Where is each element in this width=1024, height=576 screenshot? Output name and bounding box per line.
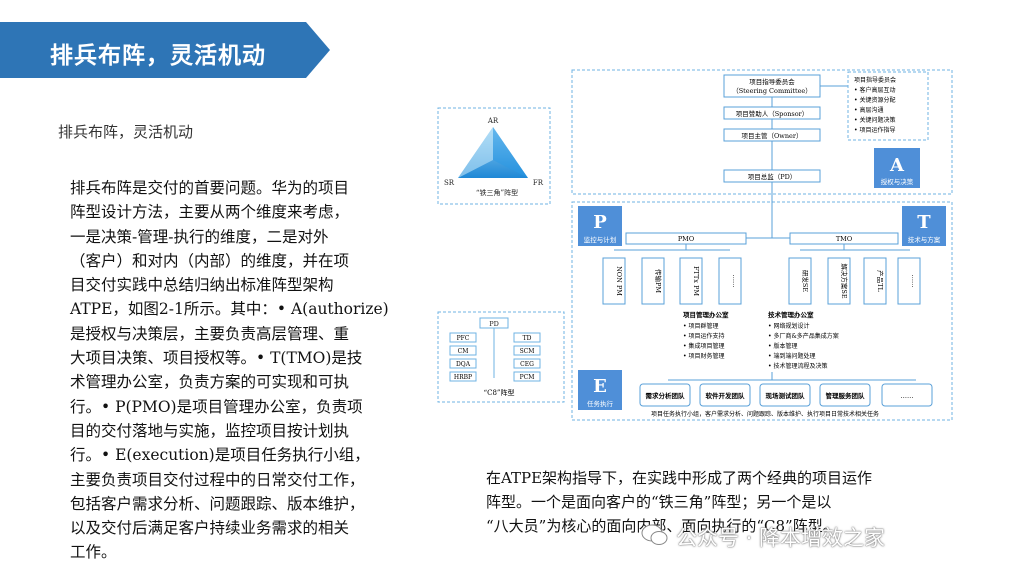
c8-top: PD bbox=[489, 320, 499, 328]
steering-committee: 项目指导委员会 bbox=[749, 77, 795, 86]
body-line: 以及交付后满足客户持续业务需求的相关 bbox=[70, 519, 350, 538]
c8-role: SCM bbox=[520, 348, 535, 355]
body-line: 目的交付落地与实施，监控项目按计划执 bbox=[70, 421, 350, 440]
a-letter-label: 授权与决策 bbox=[881, 177, 914, 186]
c8-role: HRBP bbox=[454, 374, 472, 381]
body-line: ATPE，如图2-1所示。其中：• A(authorize) bbox=[70, 300, 389, 319]
pmo-member: 传输PM bbox=[654, 269, 663, 293]
c8-role: CM bbox=[458, 348, 469, 355]
pmo-note: • 集成项目管理 bbox=[683, 342, 724, 350]
pt-layer: P 监控与计划 T 技术与方案 PMO TMO NON PM 传输PM FTTx… bbox=[571, 182, 953, 421]
caption-line: “八大员”为核心的面向内部、面向执行的“C8”阵型。 bbox=[486, 517, 838, 535]
a-note: • 项目运作指导 bbox=[854, 126, 895, 134]
c8-right-roles: TD SCM CEG PCM bbox=[513, 332, 541, 382]
body-line: 排兵布阵是交付的首要问题。华为的项目 bbox=[70, 179, 350, 197]
p-letter-label: 监控与计划 bbox=[584, 235, 617, 244]
tmo-note: • 多厂商&多产品集成方案 bbox=[768, 332, 839, 340]
body-line: 阵型设计方法，主要从两个维度来考虑， bbox=[70, 203, 350, 222]
a-letter: A bbox=[889, 155, 905, 176]
body-line: 一是决策-管理-执行的维度，二是对外 bbox=[70, 227, 329, 246]
c8-panel: PD PFC CM DQA HRBP TD SCM CEG PCM “C8”阵型 bbox=[437, 311, 565, 403]
triangle-right-label: FR bbox=[533, 179, 544, 187]
body-line: 主要负责项目交付过程中的日常交付工作， bbox=[70, 470, 365, 489]
owner-box: 项目主管（Owner） bbox=[741, 131, 802, 140]
c8-role: PFC bbox=[457, 335, 470, 342]
a-note: • 客户高层互动 bbox=[854, 86, 895, 94]
pmo-member: NON PM bbox=[615, 266, 623, 296]
e-team: 需求分析团队 bbox=[646, 391, 686, 400]
e-letter: E bbox=[593, 376, 607, 397]
pmo-note: • 项目运作支持 bbox=[683, 332, 724, 340]
triangle-top-label: AR bbox=[487, 117, 499, 125]
c8-role: TD bbox=[523, 335, 532, 342]
tmo-member: 研发SE bbox=[801, 270, 810, 292]
caption-line: 阵型。一个是面向客户的“铁三角”阵型；另一个是以 bbox=[486, 493, 832, 511]
c8-role: PCM bbox=[520, 374, 535, 381]
tmo-member: 产品TL bbox=[876, 270, 885, 292]
pmo-members: NON PM 传输PM FTTx PM …… bbox=[602, 257, 742, 305]
a-layer: 项目指导委员会 （Steering Committee） 项目赞助人（Spons… bbox=[571, 69, 953, 195]
body-line: 目交付实践中总结归纳出标准阵型架构 bbox=[70, 276, 334, 295]
page-title: 排兵布阵，灵活机动 bbox=[50, 43, 266, 69]
tmo-note: • 端到端问题处理 bbox=[768, 352, 815, 360]
tmo-member: …… bbox=[910, 275, 918, 288]
tmo-note: • 版本管理 bbox=[768, 342, 797, 350]
tmo-note: • 网络规划设计 bbox=[768, 322, 809, 330]
pd-box: 项目总监（PD） bbox=[748, 172, 797, 181]
c8-role: DQA bbox=[456, 361, 471, 368]
section-subtitle: 排兵布阵，灵活机动 bbox=[58, 123, 194, 141]
a-note: • 关键问题决策 bbox=[854, 116, 895, 124]
e-team: 软件开发团队 bbox=[706, 391, 746, 400]
t-letter-label: 技术与方案 bbox=[908, 235, 941, 244]
pmo-member: FTTx PM bbox=[692, 266, 700, 296]
caption-line: 在ATPE架构指导下，在实践中形成了两个经典的项目运作 bbox=[486, 469, 873, 487]
sponsor-box: 项目赞助人（Sponsor） bbox=[736, 109, 809, 118]
title-banner bbox=[0, 22, 330, 78]
c8-role: CEG bbox=[520, 361, 534, 368]
pmo-note: 项目管理办公室 bbox=[683, 310, 729, 319]
c8-left-roles: PFC CM DQA HRBP bbox=[449, 332, 477, 382]
wechat-icon bbox=[641, 524, 668, 545]
triangle-left-label: SR bbox=[444, 179, 455, 187]
pmo-bar: PMO bbox=[678, 235, 694, 243]
diagram-caption: 在ATPE架构指导下，在实践中形成了两个经典的项目运作 阵型。一个是面向客户的“… bbox=[486, 466, 976, 538]
e-team: …… bbox=[901, 392, 914, 400]
body-line: 大项目决策、项目授权等。• T(TMO)是技 bbox=[70, 349, 363, 368]
body-paragraph: 排兵布阵是交付的首要问题。华为的项目 阵型设计方法，主要从两个维度来考虑， 一是… bbox=[70, 176, 430, 565]
body-line: 行。• E(execution)是项目任务执行小组， bbox=[70, 446, 370, 465]
pmo-member: …… bbox=[731, 275, 739, 288]
body-line: 术管理办公室，负责方案的可实现和可执 bbox=[70, 373, 350, 392]
iron-triangle-panel: AR SR FR “铁三角”阵型 bbox=[437, 107, 551, 205]
tmo-members: 研发SE 解决方案SE 产品TL …… bbox=[788, 257, 921, 305]
t-letter: T bbox=[917, 212, 931, 233]
tmo-bar: TMO bbox=[836, 235, 852, 243]
e-team: 管理服务团队 bbox=[826, 391, 866, 400]
steering-committee-en: （Steering Committee） bbox=[732, 87, 812, 95]
e-letter-label: 任务执行 bbox=[587, 399, 614, 408]
p-letter: P bbox=[593, 212, 607, 233]
body-line: 是授权与决策层，主要负责高层管理、重 bbox=[70, 324, 350, 343]
tmo-member: 解决方案SE bbox=[840, 263, 849, 298]
a-note: • 关键资源分配 bbox=[854, 96, 895, 104]
pmo-note: • 项目群管理 bbox=[683, 322, 718, 330]
e-team: 现场测试团队 bbox=[766, 391, 806, 400]
body-line: （客户）和对内（内部）的维度，并在项 bbox=[70, 251, 350, 270]
e-footer: 项目任务执行小组，客户需求分析、问题跟踪、版本维护、执行项目日常技术相关任务 bbox=[651, 410, 879, 418]
tmo-note: • 技术管理流程及决策 bbox=[768, 362, 827, 370]
c8-caption: “C8”阵型 bbox=[484, 388, 515, 397]
body-line: 工作。 bbox=[70, 543, 117, 562]
pmo-note: • 项目财务管理 bbox=[683, 352, 724, 360]
tmo-note: 技术管理办公室 bbox=[768, 310, 814, 319]
body-line: 行。• P(PMO)是项目管理办公室，负责项 bbox=[70, 397, 363, 416]
e-layer: E 任务执行 需求分析团队 软件开发团队 现场测试团队 管理服务团队 …… 项目… bbox=[578, 370, 933, 418]
body-line: 包括客户需求分析、问题跟踪、版本维护， bbox=[70, 494, 365, 513]
triangle-caption: “铁三角”阵型 bbox=[476, 188, 518, 197]
a-note: • 高层沟通 bbox=[854, 106, 883, 114]
a-note: 项目指导委员会 bbox=[854, 76, 896, 84]
watermark: 公众号 · 降本增效之家 bbox=[676, 526, 886, 550]
